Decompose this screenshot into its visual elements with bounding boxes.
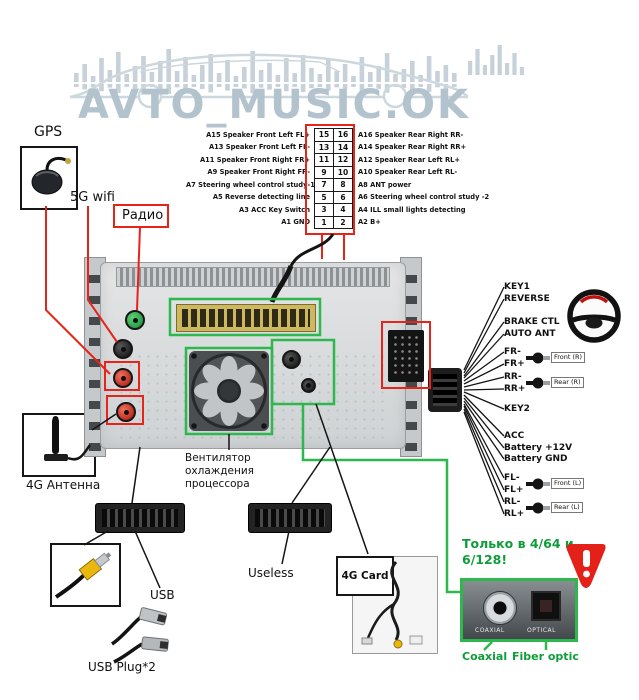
harness-connector xyxy=(428,368,462,412)
rca-tag-front-l: Front (L) xyxy=(551,478,585,489)
digital-audio-note: Только в 4/64 и 6/128! xyxy=(462,536,574,567)
pin-cell: 11 xyxy=(314,153,334,167)
pin-cell: 1 xyxy=(314,215,334,229)
4g-card-label: 4G Card xyxy=(336,556,394,596)
pin-cell: 9 xyxy=(314,165,334,179)
pin-cell: 7 xyxy=(314,178,334,192)
pin-label-left: A1 GND xyxy=(281,218,310,227)
pin-cell: 4 xyxy=(333,203,353,217)
pin-cell: 12 xyxy=(333,153,353,167)
pin-cell: 15 xyxy=(314,128,334,142)
pin-label-left: A7 Steering wheel control study-1 xyxy=(186,180,315,189)
4g-antenna-photo xyxy=(22,413,96,477)
rca-tag-rear-l: Rear (L) xyxy=(551,502,583,513)
connector-block-2 xyxy=(248,503,332,533)
pin-label-left: A3 ACC Key Switch xyxy=(239,205,310,214)
pin-label-left: A9 Speaker Front Right FR- xyxy=(207,168,310,177)
pinout-table: A15 Speaker Front Left FL+ 15 16 A16 Spe… xyxy=(186,128,489,229)
harness-wires xyxy=(463,286,505,515)
wire-label-reverse: REVERSE xyxy=(504,294,550,304)
pin-label-left: A11 Speaker Front Right FR+ xyxy=(199,155,310,164)
fan-caption: Вентилятор охлаждения процессора xyxy=(185,452,254,491)
wire-label-battery-12v: Battery +12V xyxy=(504,443,573,453)
pin-label-left: A5 Reverse detecting line xyxy=(212,193,310,202)
connector-block-1 xyxy=(95,503,185,533)
usb-label: USB xyxy=(150,588,175,602)
4g-antenna-label: 4G Антенна xyxy=(26,478,101,492)
pin-cell: 16 xyxy=(333,128,353,142)
heatsink xyxy=(116,267,390,287)
vent-holes xyxy=(117,352,385,440)
wire-label-brake-ctl: BRAKE CTL xyxy=(504,317,560,327)
optical-port xyxy=(531,591,561,621)
wire-label-fr-minus: FR- xyxy=(504,347,521,357)
pin-label-left: A15 Speaker Front Left FL+ xyxy=(206,130,310,139)
pin-row: A13 Speaker Front Left FL- 13 14 A14 Spe… xyxy=(186,140,489,154)
fiber-optic-label: Fiber optic xyxy=(512,650,579,663)
wire-label-rr-plus: RR+ xyxy=(504,384,526,394)
steering-wheel-icon xyxy=(567,289,621,343)
pin-cell: 8 xyxy=(333,178,353,192)
pin-cell: 2 xyxy=(333,215,353,229)
4g-antenna-jack xyxy=(116,402,136,422)
usb-plugs-icon xyxy=(111,607,169,664)
pin-row: A7 Steering wheel control study-1 7 8 A8… xyxy=(186,178,489,192)
radio-label: Радио xyxy=(122,208,164,223)
optical-port-label: OPTICAL xyxy=(527,627,556,634)
wifi-antenna-jack xyxy=(113,339,133,359)
pin-row: A1 GND 1 2 A2 B+ xyxy=(186,215,489,229)
usb-plug-label: USB Plug*2 xyxy=(88,660,156,674)
pin-cell: 10 xyxy=(333,165,353,179)
wire-label-battery-gnd: Battery GND xyxy=(504,454,568,464)
watermark-title: AVTO_MUSIC.OK xyxy=(78,82,471,128)
pin-label-right: A14 Speaker Rear Right RR+ xyxy=(358,143,467,152)
wire-label-fr-plus: FR+ xyxy=(504,359,525,369)
wire-label-fl-plus: FL+ xyxy=(504,485,524,495)
pin-label-right: A8 ANT power xyxy=(358,180,412,189)
wire-label-rl-plus: RL+ xyxy=(504,509,525,519)
pin-label-right: A10 Speaker Rear Left RL- xyxy=(358,168,458,177)
radio-antenna-jack xyxy=(125,310,145,330)
wire-label-auto-ant: AUTO ANT xyxy=(504,329,556,339)
gps-antenna-jack xyxy=(113,368,133,388)
pin-label-left: A13 Speaker Front Left FL- xyxy=(208,143,310,152)
pin-cell: 3 xyxy=(314,203,334,217)
pin-cell: 13 xyxy=(314,140,334,154)
pin-row: A11 Speaker Front Right FR+ 11 12 A12 Sp… xyxy=(186,153,489,167)
main-power-connector xyxy=(176,304,316,332)
wire-label-rr-minus: RR- xyxy=(504,372,522,382)
coaxial-port xyxy=(483,591,517,625)
pin-cell: 14 xyxy=(333,140,353,154)
pin-label-right: A12 Speaker Rear Left RL+ xyxy=(358,155,460,164)
rca-tag-front-r: Front (R) xyxy=(551,352,586,363)
useless-label: Useless xyxy=(248,566,294,580)
pin-label-right: A6 Steering wheel control study -2 xyxy=(358,193,490,202)
gps-label: GPS xyxy=(34,124,63,140)
av-jack-1 xyxy=(282,350,301,369)
pin-row: A5 Reverse detecting line 5 6 A6 Steerin… xyxy=(186,190,490,204)
rca-plug-icons xyxy=(526,352,550,514)
pin-label-right: A16 Speaker Rear Right RR- xyxy=(358,130,464,139)
wire-label-key1: KEY1 xyxy=(504,282,530,292)
coaxial-label: Coaxial xyxy=(462,650,508,663)
pin-cell: 6 xyxy=(333,190,353,204)
pin-row: A3 ACC Key Switch 3 4 A4 ILL small light… xyxy=(186,203,489,217)
rca-video-photo xyxy=(50,543,121,607)
pin-row: A15 Speaker Front Left FL+ 15 16 A16 Spe… xyxy=(186,128,489,142)
pin-cell: 5 xyxy=(314,190,334,204)
wire-label-rl-minus: RL- xyxy=(504,497,521,507)
wire-label-key2: KEY2 xyxy=(504,404,530,414)
coaxial-port-label: COAXIAL xyxy=(475,627,505,634)
av-jack-2 xyxy=(301,378,316,393)
iso-connector xyxy=(388,330,424,382)
wire-label-acc: ACC xyxy=(504,431,525,441)
digital-out-photo: COAXIAL OPTICAL xyxy=(460,578,578,642)
pin-row: A9 Speaker Front Right FR- 9 10 A10 Spea… xyxy=(186,165,489,179)
rca-tag-rear-r: Rear (R) xyxy=(551,377,584,388)
wifi-label: 5G wifi xyxy=(70,190,115,205)
pin-label-right: A2 B+ xyxy=(358,218,381,227)
wire-label-fl-minus: FL- xyxy=(504,473,520,483)
pin-label-right: A4 ILL small lights detecting xyxy=(358,205,466,214)
